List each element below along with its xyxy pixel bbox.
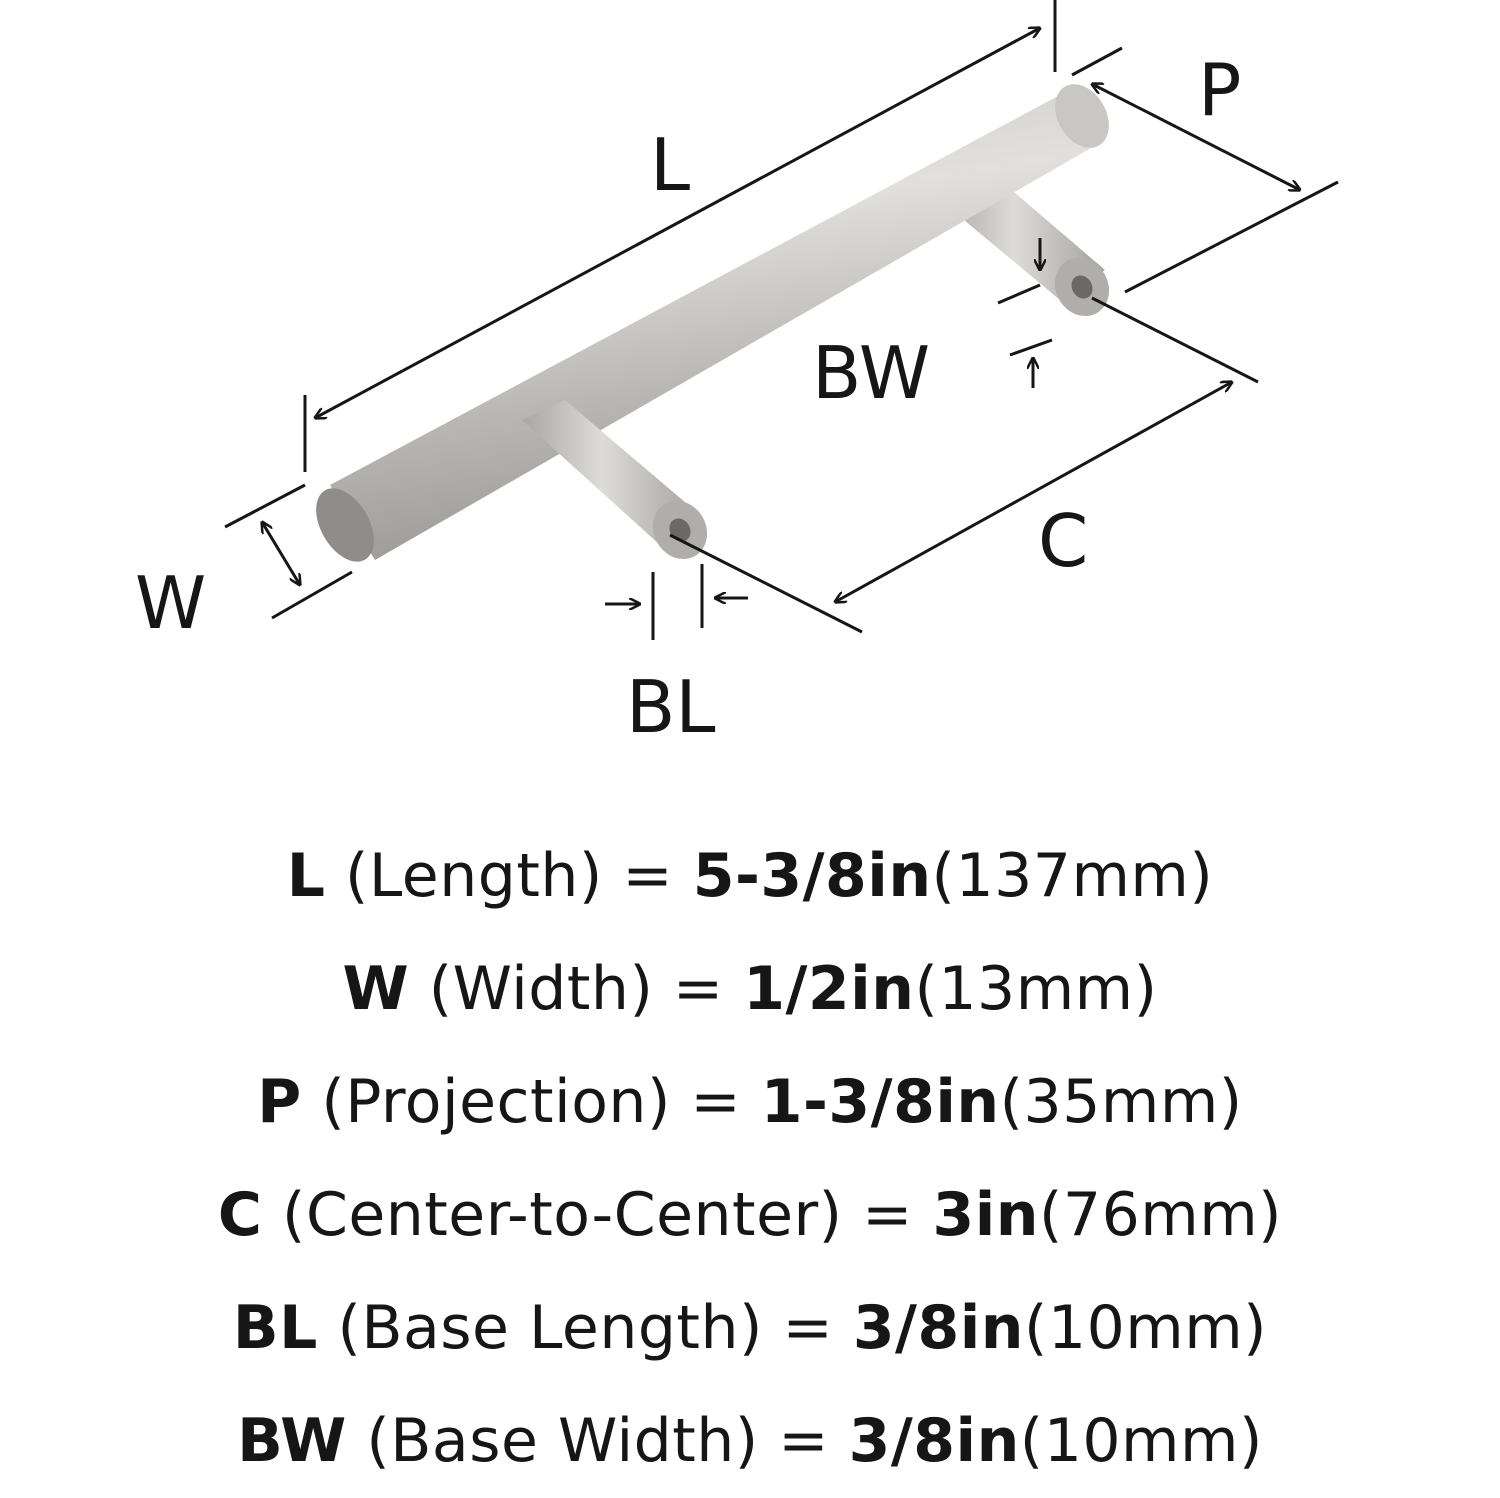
dim-label-L: L [650, 123, 690, 207]
dimension-C: C [669, 296, 1259, 634]
spec-description: (Width) = [409, 954, 744, 1024]
spec-metric-value: (137mm) [931, 841, 1214, 911]
spec-imperial-value: 5-3/8in [692, 841, 932, 911]
main-bar [330, 95, 1105, 560]
spec-imperial-value: 3/8in [852, 1293, 1025, 1363]
spec-description: (Projection) = [301, 1067, 761, 1137]
dimension-L: L [303, 0, 1057, 472]
spec-code: P [257, 1067, 302, 1137]
spec-imperial-value: 1-3/8in [760, 1067, 1000, 1137]
spec-imperial-value: 3/8in [848, 1406, 1020, 1476]
spec-width: W (Width) = 1/2in(13mm) [0, 933, 1500, 1046]
dim-label-C: C [1038, 499, 1088, 583]
spec-imperial-value: 3in [932, 1180, 1040, 1250]
spec-metric-value: (35mm) [999, 1067, 1243, 1137]
spec-description: (Length) = [325, 841, 693, 911]
spec-imperial-value: 1/2in [743, 954, 915, 1024]
spec-code: BL [232, 1293, 318, 1363]
dim-label-P: P [1198, 48, 1241, 132]
spec-base-width: BW (Base Width) = 3/8in(10mm) [0, 1385, 1500, 1498]
spec-metric-value: (13mm) [914, 954, 1158, 1024]
bar-pull-handle [316, 84, 1110, 562]
dim-label-BL: BL [626, 665, 716, 749]
dimension-W: W [135, 483, 353, 645]
spec-metric-value: (10mm) [1019, 1406, 1263, 1476]
spec-metric-value: (10mm) [1024, 1293, 1268, 1363]
spec-code: W [342, 954, 410, 1024]
spec-code: L [286, 841, 326, 911]
bar-left-end-cap [316, 488, 374, 562]
spec-center-to-center: C (Center-to-Center) = 3in(76mm) [0, 1159, 1500, 1272]
dimension-specs-list: L (Length) = 5-3/8in(137mm) W (Width) = … [0, 820, 1500, 1498]
dim-label-W: W [135, 561, 206, 645]
spec-metric-value: (76mm) [1039, 1180, 1283, 1250]
spec-description: (Base Length) = [317, 1293, 853, 1363]
spec-base-length: BL (Base Length) = 3/8in(10mm) [0, 1272, 1500, 1385]
spec-code: C [217, 1180, 263, 1250]
spec-description: (Base Width) = [346, 1406, 849, 1476]
dim-label-BW: BW [812, 331, 930, 415]
spec-projection: P (Projection) = 1-3/8in(35mm) [0, 1046, 1500, 1159]
spec-code: BW [237, 1406, 347, 1476]
spec-length: L (Length) = 5-3/8in(137mm) [0, 820, 1500, 933]
bar-pull-dimension-diagram: L P BW C W BL [135, 0, 1339, 749]
dimension-P: P [1071, 46, 1339, 294]
dimension-BL: BL [605, 564, 748, 749]
spec-description: (Center-to-Center) = [262, 1180, 933, 1250]
